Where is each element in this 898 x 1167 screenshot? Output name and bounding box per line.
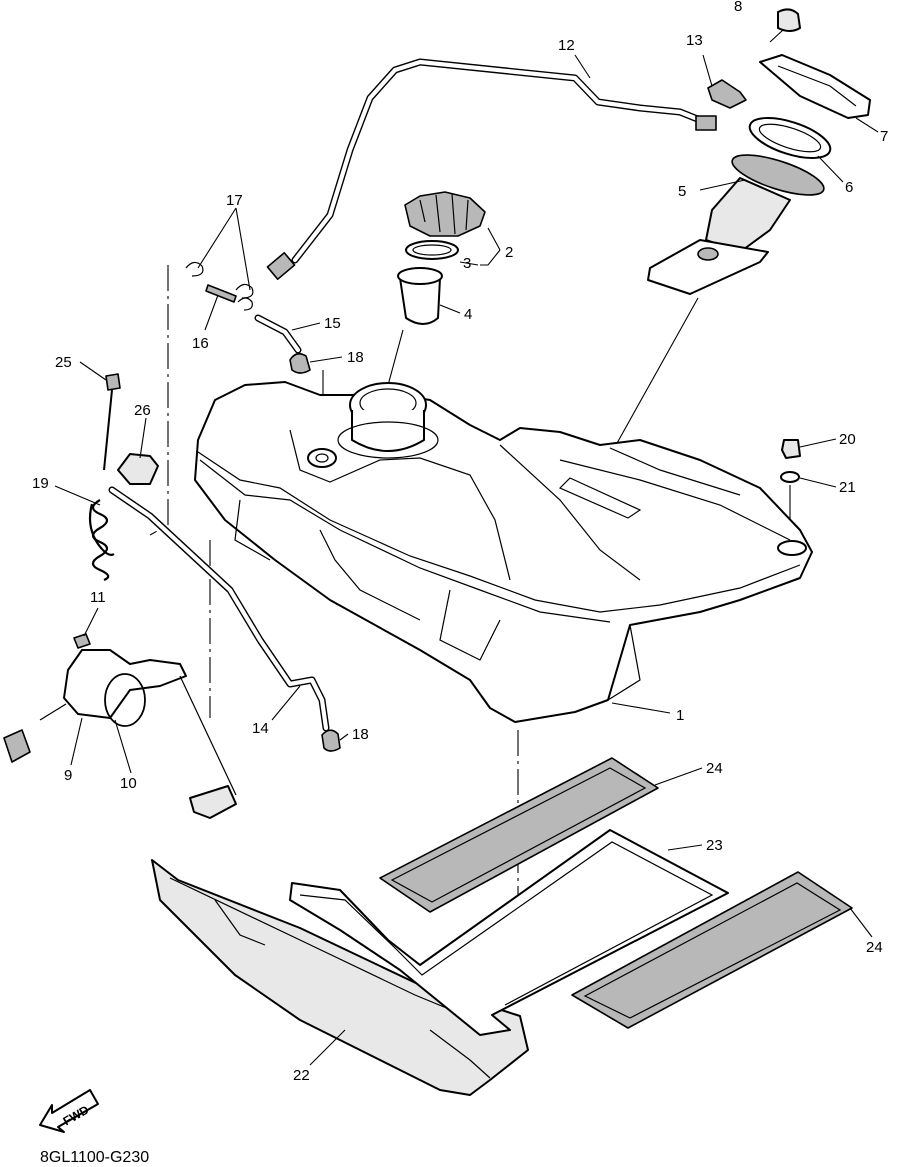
part-10-sender-gasket[interactable] <box>104 673 146 727</box>
part-23-pad[interactable] <box>289 829 729 1036</box>
part-7-pump-plate-gasket[interactable] <box>759 54 871 119</box>
part-5-fuel-pump[interactable] <box>647 147 828 295</box>
callout-23: 23 <box>706 837 723 854</box>
callout-labels: 1 2 3 4 5 6 7 8 9 10 11 12 13 14 15 16 1… <box>32 0 888 1084</box>
part-17-clips[interactable] <box>185 261 254 311</box>
callout-10: 10 <box>120 775 137 792</box>
part-9-fuel-sender[interactable] <box>3 649 237 819</box>
callout-26: 26 <box>134 402 151 419</box>
callout-5: 5 <box>678 183 686 200</box>
callout-25: 25 <box>55 354 72 371</box>
callout-19: 19 <box>32 475 49 492</box>
part-21-washer[interactable] <box>780 471 800 483</box>
callout-8: 8 <box>734 0 742 15</box>
part-12-fuel-hose[interactable] <box>266 58 717 280</box>
part-24-pad-upper[interactable] <box>379 757 659 913</box>
part-14-drain-hose[interactable] <box>108 486 330 732</box>
callout-18-lower: 18 <box>352 726 369 743</box>
part-18-hose-clamp-upper[interactable] <box>289 352 311 374</box>
part-19-protector-coil[interactable] <box>88 499 115 582</box>
part-8-cap-nut[interactable] <box>777 8 801 32</box>
callout-13: 13 <box>686 32 703 49</box>
callout-17: 17 <box>226 192 243 209</box>
callout-3: 3 <box>463 255 471 272</box>
part-25-cable-band[interactable] <box>103 373 121 471</box>
callout-16: 16 <box>192 335 209 352</box>
part-6-pump-gasket[interactable] <box>745 110 835 166</box>
callout-6: 6 <box>845 179 853 196</box>
callout-15: 15 <box>324 315 341 332</box>
part-26-holder[interactable] <box>117 453 159 485</box>
part-1-fuel-tank[interactable] <box>194 381 813 723</box>
callout-22: 22 <box>293 1067 310 1084</box>
callout-1: 1 <box>676 707 684 724</box>
part-16-vent-joint[interactable] <box>205 284 237 303</box>
callout-20: 20 <box>839 431 856 448</box>
callout-24-right: 24 <box>866 939 883 956</box>
part-20-damper[interactable] <box>781 439 801 459</box>
part-4-filler-neck[interactable] <box>397 267 443 325</box>
callout-21: 21 <box>839 479 856 496</box>
callout-9: 9 <box>64 767 72 784</box>
part-24-pad-right[interactable] <box>571 871 853 1029</box>
diagram-code: 8GL1100-G230 <box>40 1149 149 1166</box>
callout-11: 11 <box>90 589 106 606</box>
part-18-hose-clamp-lower[interactable] <box>321 729 341 752</box>
fwd-arrow-icon: FWD <box>39 1089 99 1133</box>
callout-12: 12 <box>558 37 575 54</box>
callout-18-upper: 18 <box>347 349 364 366</box>
callout-7: 7 <box>880 128 888 145</box>
leader-lines <box>54 29 879 1066</box>
part-2-fuel-cap[interactable] <box>404 191 486 237</box>
part-11-bolt[interactable] <box>73 633 91 649</box>
callout-4: 4 <box>464 306 472 323</box>
part-15-vent-hose[interactable] <box>254 314 302 354</box>
callout-2: 2 <box>505 244 513 261</box>
callout-24-upper: 24 <box>706 760 723 777</box>
part-3-cap-gasket[interactable] <box>405 240 459 260</box>
callout-14: 14 <box>252 720 269 737</box>
part-13-hose-clip[interactable] <box>707 79 747 109</box>
